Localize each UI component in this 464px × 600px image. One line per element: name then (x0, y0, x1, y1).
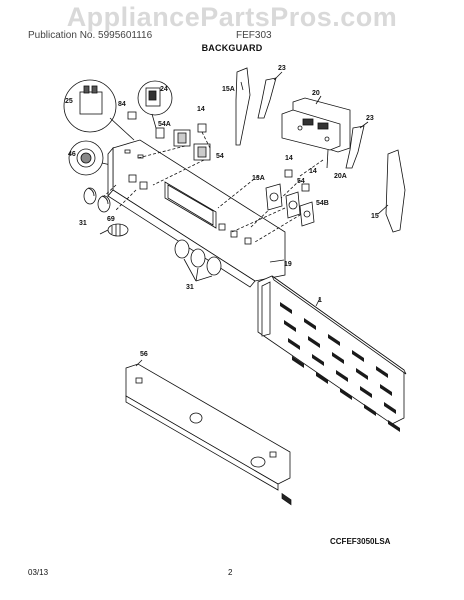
louver-slot (380, 384, 392, 396)
louver-slot (316, 372, 328, 384)
louver-slot (356, 368, 368, 380)
callout-20a: 20A (334, 173, 347, 180)
louver-slot (280, 302, 292, 314)
louver-slot (288, 338, 300, 350)
louver-slot (336, 370, 348, 382)
louver-slot (388, 420, 400, 432)
rear-panel-1 (257, 275, 407, 425)
knobs-31-left (83, 187, 111, 213)
knob-69 (99, 223, 129, 237)
callout-84: 84 (118, 101, 126, 108)
switch-54b (299, 201, 315, 227)
louver-slot (340, 388, 352, 400)
knobs-31-right (174, 239, 222, 282)
callout-19: 19 (284, 261, 292, 268)
dashed-leaders (99, 131, 324, 243)
side-trim-15a (235, 67, 251, 146)
part-46-callout (68, 140, 125, 176)
side-trim-15 (377, 149, 406, 233)
callout-14: 14 (309, 168, 317, 175)
louver-slots (280, 302, 400, 432)
revision-date: 03/13 (28, 568, 49, 577)
part-14-shapes-lower (284, 169, 310, 192)
part-84-shape (127, 111, 137, 120)
louver-slot (364, 404, 376, 416)
callout-14: 14 (197, 106, 205, 113)
part-54a-shape (155, 127, 191, 147)
publication-number: Publication No. 5995601116 (28, 30, 153, 41)
watermark-logo: AppliancePartsPros.com (66, 2, 398, 32)
callout-25: 25 (65, 98, 73, 105)
callout-15: 15 (371, 213, 379, 220)
callout-69: 69 (107, 216, 115, 223)
callout-31: 31 (79, 220, 87, 227)
louver-slot (292, 356, 304, 368)
callout-54b: 54B (316, 200, 329, 207)
model-header: FEF303 (236, 30, 272, 41)
callout-56: 56 (140, 351, 148, 358)
clock-board-20 (281, 95, 351, 169)
callout-13a: 13A (252, 175, 265, 182)
callout-15a: 15A (222, 86, 235, 93)
callout-46: 46 (68, 151, 76, 158)
callout-54: 54 (297, 178, 305, 185)
callout-1: 1 (318, 297, 322, 304)
louver-slot (284, 320, 296, 332)
callout-20: 20 (312, 90, 320, 97)
callout-24: 24 (160, 86, 168, 93)
part-54-shape-upper (193, 143, 211, 161)
back-panel-56 (125, 359, 291, 491)
louver-slot (352, 350, 364, 362)
switch-13a (265, 183, 283, 211)
callout-54: 54 (216, 153, 224, 160)
part-25-callout (63, 79, 135, 141)
louver-slot (308, 336, 320, 348)
part-24-callout (137, 80, 173, 129)
model-code-label: CCFEF3050LSA (330, 537, 391, 546)
louver-slot (332, 352, 344, 364)
bracket-23-left (257, 71, 283, 119)
part-14-shape-upper (197, 123, 207, 133)
louver-slot (304, 318, 316, 330)
part-callouts: 25 84 24 54A 14 54 15A 23 20 23 46 14 13A 54 14 20A 31 69… (65, 65, 379, 358)
callout-14: 14 (285, 155, 293, 162)
louver-slot (328, 334, 340, 346)
callout-31: 31 (186, 284, 194, 291)
louver-slot (360, 386, 372, 398)
page-number: 2 (228, 568, 233, 577)
louver-slot (312, 354, 324, 366)
bracket-23-right (345, 121, 369, 169)
diagram-title: BACKGUARD (201, 43, 263, 53)
callout-23: 23 (366, 115, 374, 122)
louver-slot (376, 366, 388, 378)
rear-panel-louvers (281, 492, 292, 506)
leader-19 (269, 259, 285, 263)
louver-slot (384, 402, 396, 414)
callout-54a: 54A (158, 121, 171, 128)
switch-54-lower (285, 191, 301, 219)
callout-23: 23 (278, 65, 286, 72)
